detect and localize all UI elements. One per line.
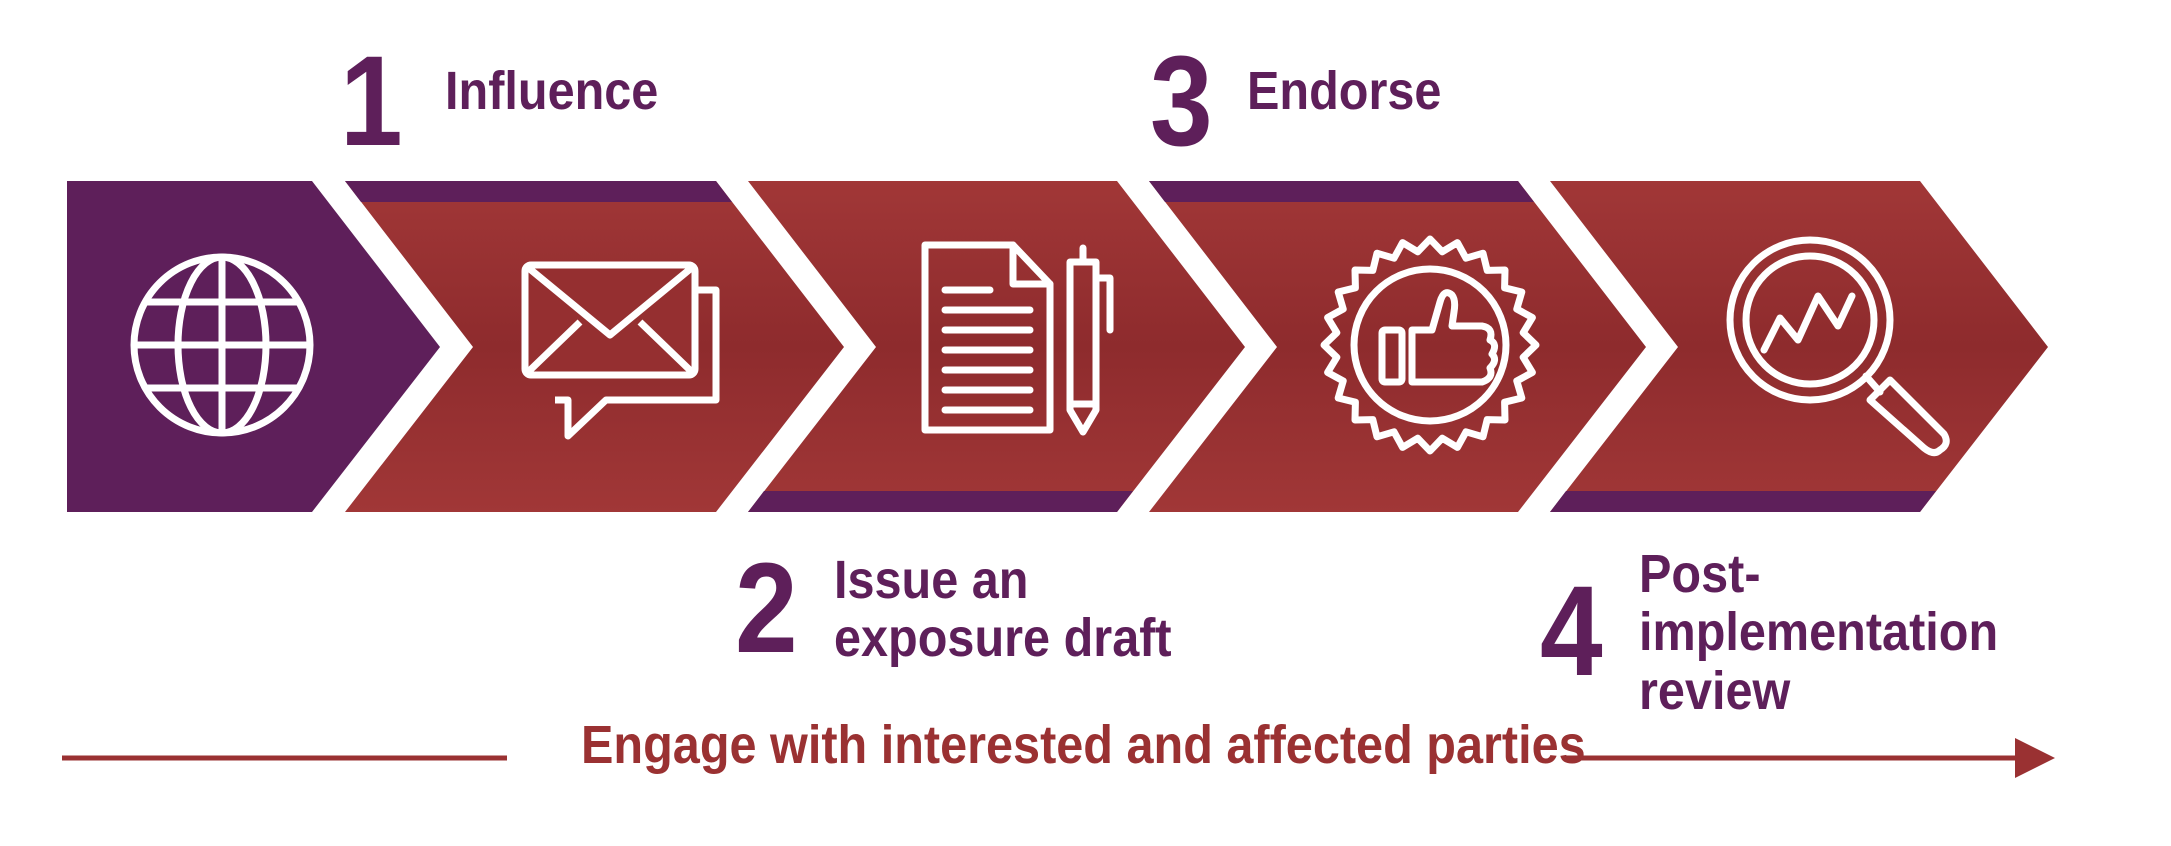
chevron-step-4 bbox=[1550, 181, 2048, 512]
step-1-number: 1 bbox=[340, 30, 403, 173]
thumbs-up-badge-icon bbox=[1320, 235, 1540, 455]
chevron-step-3 bbox=[1149, 181, 1646, 512]
engagement-arrow bbox=[62, 738, 2055, 778]
step-4-number: 4 bbox=[1540, 560, 1603, 704]
globe-icon bbox=[130, 253, 314, 437]
step-3-label: 3 Endorse bbox=[1150, 38, 1463, 166]
step-4-title: Post-implementation review bbox=[1639, 544, 1999, 721]
document-pen-icon bbox=[921, 241, 1114, 436]
step-2-number: 2 bbox=[735, 537, 798, 680]
step-1-label: 1 Influence bbox=[340, 38, 682, 166]
step-2-label: 2 Issue an exposure draft bbox=[735, 545, 1209, 673]
step-3-title: Endorse bbox=[1247, 60, 1442, 121]
engagement-caption: Engage with interested and affected part… bbox=[581, 715, 1586, 775]
arrow-head bbox=[2015, 738, 2055, 778]
envelope-chat-icon bbox=[521, 261, 720, 440]
step-3-number: 3 bbox=[1150, 30, 1213, 173]
step-1-title: Influence bbox=[445, 60, 659, 121]
step-4-label: 4 Post-implementation review bbox=[1540, 545, 2171, 720]
magnifier-chart-icon bbox=[1726, 236, 1950, 457]
step-2-title: Issue an exposure draft bbox=[834, 549, 1172, 668]
